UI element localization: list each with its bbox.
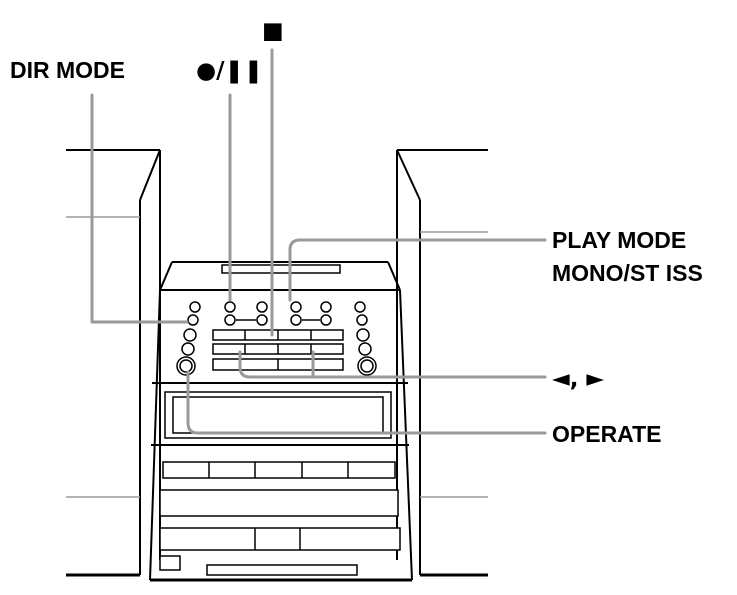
label-mono-st-iss: MONO/ST ISS [552, 260, 703, 286]
label-direction: ◄, ► [552, 366, 604, 392]
label-rec-pause: ●/❚❚ [196, 58, 263, 84]
right-speaker [396, 149, 488, 577]
label-play-mode: PLAY MODE [552, 227, 686, 253]
main-unit [149, 261, 413, 582]
label-stop: ■ [262, 18, 284, 44]
cassette-panels [159, 461, 401, 576]
leader-operate [186, 370, 547, 435]
display-window [164, 391, 392, 439]
control-panel [176, 301, 377, 376]
leader-direction [238, 350, 547, 379]
left-speaker [66, 149, 161, 577]
label-operate: OPERATE [552, 421, 661, 447]
label-dir-mode: DIR MODE [10, 57, 125, 83]
leader-lines [90, 48, 547, 435]
leader-dir-mode [90, 93, 189, 324]
leader-play-mode [288, 238, 547, 302]
labels: DIR MODE ●/❚❚ ■ PLAY MODE MONO/ST ISS ◄,… [10, 18, 703, 447]
transport-buttons [212, 329, 344, 371]
